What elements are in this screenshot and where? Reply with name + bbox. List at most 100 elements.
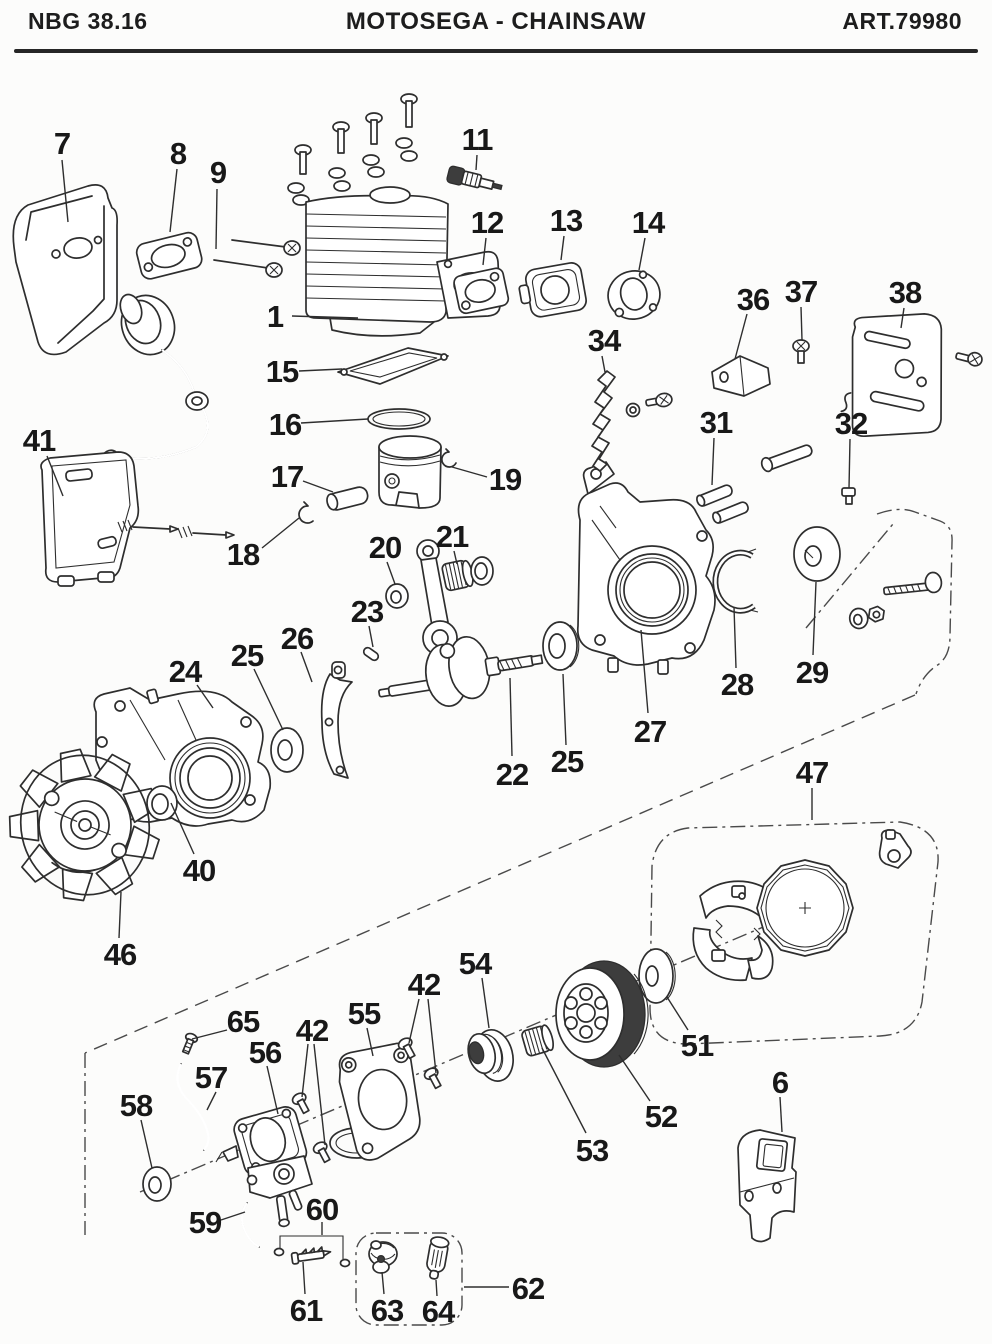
clutch-drum-ring-drawing <box>756 859 854 957</box>
cylinder-washers <box>287 137 418 206</box>
part-label-1: 1 <box>267 299 284 334</box>
leader-line-19 <box>451 466 488 478</box>
header-rule <box>14 49 978 53</box>
part-label-17: 17 <box>271 459 303 494</box>
worm-gear-drawing <box>467 1029 514 1082</box>
chain-guide-drawing <box>737 1129 797 1243</box>
spark-plug-drawing <box>446 165 503 191</box>
leader-line-16 <box>300 418 369 424</box>
leader-line-63 <box>381 1271 385 1295</box>
leader-line-7 <box>61 159 69 223</box>
dowel-pins-drawing <box>696 444 813 524</box>
part-label-19: 19 <box>489 462 522 497</box>
leader-line-27 <box>640 629 649 714</box>
leader-line-28 <box>733 606 737 669</box>
leader-line-23 <box>368 625 374 648</box>
page-header: NBG 38.16 MOTOSEGA - CHAINSAW ART.79980 <box>0 0 992 60</box>
leader-line-1 <box>291 315 359 319</box>
piston-pin-drawing <box>326 486 369 511</box>
part-label-51: 51 <box>681 1028 714 1063</box>
piston-drawing <box>378 435 457 509</box>
part-label-20: 20 <box>369 530 401 565</box>
leader-line-55 <box>366 1027 374 1057</box>
leader-line-22 <box>509 677 513 757</box>
part-label-64: 64 <box>422 1294 456 1329</box>
muffler-gasket-drawing <box>135 231 203 280</box>
part-label-28: 28 <box>721 667 754 702</box>
leader-line-37 <box>800 306 803 341</box>
leader-line-65 <box>191 1029 228 1040</box>
cylinder-screws <box>287 93 418 206</box>
page-title: MOTOSEGA - CHAINSAW <box>345 8 647 35</box>
leader-line-42 <box>313 1043 326 1146</box>
bolt-axis-line <box>805 523 894 629</box>
crank-seal-ring-drawing <box>470 556 494 586</box>
needle-bearing-drawing <box>441 559 474 592</box>
muffler-drawing <box>12 184 118 356</box>
piston-circlip-drawing <box>298 501 314 524</box>
leader-line-40 <box>170 802 195 855</box>
bracket-screw-drawing <box>792 339 810 364</box>
leader-line-13 <box>560 235 565 261</box>
part-label-21: 21 <box>436 519 469 554</box>
part-label-23: 23 <box>351 594 384 629</box>
ignition-coil-drawing <box>40 293 235 587</box>
leader-line-24 <box>196 684 214 709</box>
main-bearing-right-drawing <box>542 621 580 671</box>
crankcase-right-drawing <box>576 461 716 675</box>
base-gasket-drawing <box>337 347 449 385</box>
fuel-line-drawing <box>176 1063 210 1151</box>
part-label-27: 27 <box>634 714 666 749</box>
intake-gasket-drawing <box>453 267 510 315</box>
leader-line-42 <box>427 998 437 1074</box>
snap-ring-drawing <box>712 548 759 614</box>
part-label-62: 62 <box>512 1271 544 1306</box>
fuel-pipe-59-drawing <box>240 1202 260 1248</box>
leader-line-64 <box>435 1279 438 1297</box>
part-label-37: 37 <box>785 274 817 309</box>
leader-line-57 <box>206 1091 217 1111</box>
piston-circlip-right <box>441 448 457 468</box>
part-label-25: 25 <box>551 744 584 779</box>
piston-ring-drawing <box>367 408 431 430</box>
leader-line-41 <box>46 455 64 497</box>
group-60-bracket <box>279 1235 344 1259</box>
kit-62-box <box>355 1232 463 1326</box>
leader-line-61 <box>302 1261 306 1295</box>
fitting-group-drawing <box>273 1235 351 1268</box>
part-label-52: 52 <box>645 1099 677 1134</box>
clutch-drum-drawing <box>555 960 649 1068</box>
leader-line-25 <box>562 673 567 746</box>
leader-line-18 <box>261 517 300 549</box>
part-label-16: 16 <box>269 407 302 442</box>
part-label-65: 65 <box>227 1004 260 1039</box>
part-label-24: 24 <box>169 654 203 689</box>
part-label-22: 22 <box>496 757 528 792</box>
leader-line-42 <box>408 998 420 1044</box>
leader-line-11 <box>475 154 478 171</box>
leader-line-20 <box>386 561 396 585</box>
part-label-7: 7 <box>54 126 70 161</box>
part-label-60: 60 <box>306 1192 338 1227</box>
part-label-41: 41 <box>23 423 56 458</box>
leader-line-38 <box>900 307 905 329</box>
doc-code: NBG 38.16 <box>28 8 148 34</box>
article-number: ART.79980 <box>842 8 962 34</box>
part-label-15: 15 <box>266 354 299 389</box>
part-label-29: 29 <box>796 655 829 690</box>
part-label-58: 58 <box>120 1088 153 1123</box>
part-label-18: 18 <box>227 537 260 572</box>
clutch-group-box <box>649 821 939 1045</box>
leader-line-26 <box>300 651 313 683</box>
leader-line-9 <box>215 188 218 250</box>
main-bearing-left-drawing <box>270 727 304 773</box>
carb-cover-plate-drawing <box>338 1042 421 1161</box>
part-label-57: 57 <box>195 1060 227 1095</box>
part-label-14: 14 <box>632 205 666 240</box>
leader-line-12 <box>482 237 487 266</box>
dashdot-box-upper-right <box>876 508 953 695</box>
grommet-63-drawing <box>368 1240 398 1274</box>
manifold-gasket-drawing <box>607 270 661 320</box>
leader-line-25 <box>253 668 284 731</box>
